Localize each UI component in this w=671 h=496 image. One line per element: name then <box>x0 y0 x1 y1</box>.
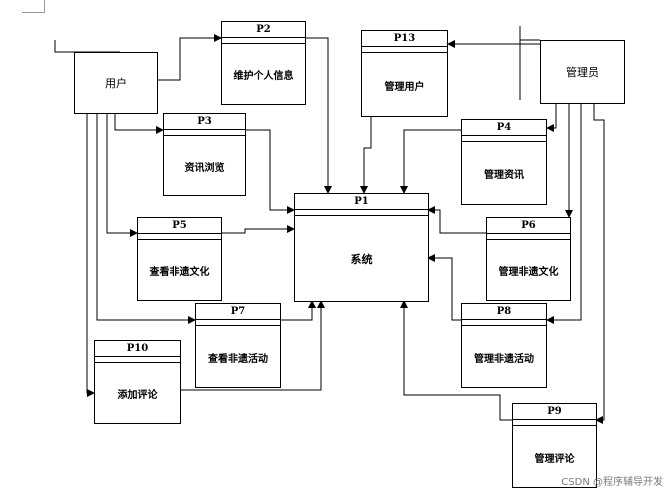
flow-user-p10 <box>86 113 95 397</box>
flow-user-p5 <box>106 113 138 237</box>
process-divider <box>222 43 305 44</box>
entity-user-label: 用户 <box>105 77 127 90</box>
process-p7[interactable]: P7 查看非遗活动 <box>195 303 281 388</box>
process-divider <box>164 135 245 136</box>
flow-p13-p1 <box>360 116 372 194</box>
process-divider <box>362 52 447 53</box>
process-divider <box>196 325 280 326</box>
process-p9[interactable]: P9 管理评论 <box>512 403 597 488</box>
process-p6-label: 管理非遗文化 <box>498 267 559 278</box>
process-p8-label: 管理非遗活动 <box>474 353 534 365</box>
flow-p2-p1 <box>305 37 332 194</box>
entity-user[interactable]: 用户 <box>74 52 158 114</box>
process-divider <box>295 215 428 216</box>
flow-admin-p8 <box>546 103 582 324</box>
flow-p8-p1 <box>427 254 461 321</box>
process-divider <box>462 141 546 142</box>
process-p3-label: 资讯浏览 <box>184 162 225 174</box>
process-p6[interactable]: P6 管理非遗文化 <box>486 217 571 301</box>
process-p5-label: 查看非遗文化 <box>149 267 210 278</box>
process-p8[interactable]: P8 管理非遗活动 <box>461 303 547 388</box>
process-p7-label: 查看非遗活动 <box>208 353 268 365</box>
process-p6-id: P6 <box>487 218 570 234</box>
user-shadow-mark <box>54 40 120 53</box>
flow-p7-p1 <box>280 300 316 321</box>
process-p2[interactable]: P2 维护个人信息 <box>221 21 306 105</box>
process-divider <box>95 362 180 363</box>
process-p3[interactable]: P3 资讯浏览 <box>163 113 246 196</box>
process-p10-id: P10 <box>95 341 180 357</box>
process-p13-label: 管理用户 <box>384 81 425 93</box>
flow-p9-p1 <box>400 300 512 421</box>
flow-user-p2 <box>157 34 222 81</box>
process-p2-label: 维护个人信息 <box>233 71 294 82</box>
process-p10[interactable]: P10 添加评论 <box>94 340 181 424</box>
flow-p10-p1 <box>180 300 325 391</box>
process-p4[interactable]: P4 管理资讯 <box>461 119 547 205</box>
flow-user-p7 <box>96 113 196 324</box>
flow-p3-p1 <box>245 129 295 214</box>
watermark: CSDN @程序辅导开发 <box>561 477 663 488</box>
process-p5-id: P5 <box>138 218 221 234</box>
flow-p6-p1 <box>427 206 486 234</box>
flow-p5-p1 <box>221 225 295 234</box>
process-p1-id: P1 <box>295 194 428 210</box>
process-p4-id: P4 <box>462 120 546 136</box>
process-p3-id: P3 <box>164 114 245 130</box>
flow-admin-p9 <box>593 103 605 424</box>
process-p1-label: 系统 <box>350 253 373 266</box>
process-divider <box>487 239 570 240</box>
process-p10-label: 添加评论 <box>117 390 158 401</box>
flow-admin-p4 <box>546 103 557 132</box>
process-p4-label: 管理资讯 <box>484 170 524 181</box>
entity-admin[interactable]: 管理员 <box>540 40 625 104</box>
process-p9-label: 管理评论 <box>534 453 575 465</box>
process-divider <box>462 325 546 326</box>
process-p13[interactable]: P13 管理用户 <box>361 30 448 117</box>
process-divider <box>513 425 596 426</box>
entity-admin-label: 管理员 <box>566 66 599 79</box>
flow-p4-p1 <box>400 129 461 194</box>
process-divider <box>138 239 221 240</box>
process-p7-id: P7 <box>196 304 280 320</box>
process-p2-id: P2 <box>222 22 305 38</box>
process-p9-id: P9 <box>513 404 596 420</box>
process-p8-id: P8 <box>462 304 546 320</box>
page-corner-mark <box>22 0 45 13</box>
process-p5[interactable]: P5 查看非遗文化 <box>137 217 222 301</box>
process-p13-id: P13 <box>362 31 447 47</box>
flow-user-p3 <box>114 113 164 134</box>
process-p1[interactable]: P1 系统 <box>294 193 429 302</box>
